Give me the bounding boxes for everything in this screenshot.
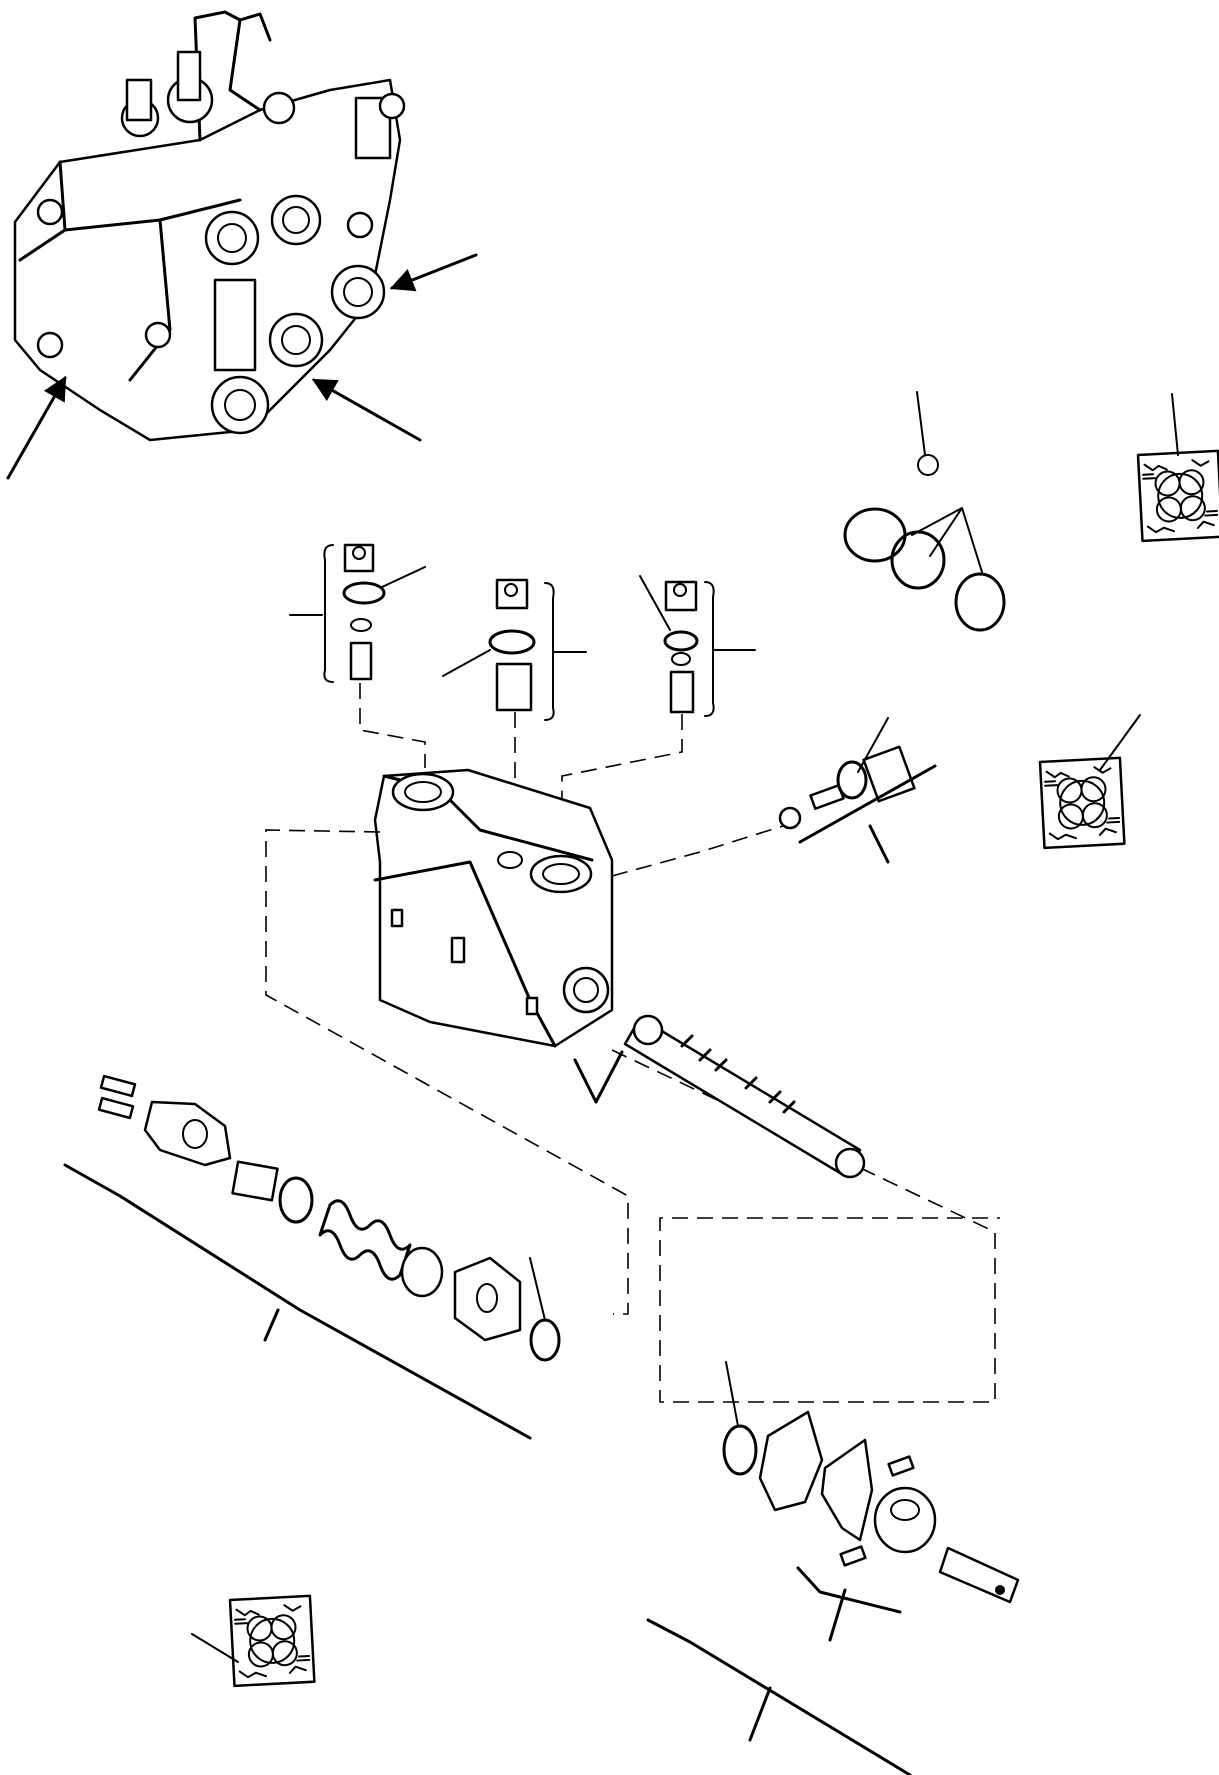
leader-line (1099, 714, 1141, 771)
pointer-arrow (389, 253, 478, 292)
relief-plug-right (639, 575, 756, 717)
leader-line (191, 1633, 239, 1663)
check-valve-assembly (611, 717, 937, 877)
o-ring-group (843, 391, 1006, 632)
valve-section-body (373, 768, 614, 1048)
leader-line (1171, 393, 1179, 456)
cap-assembly-right (646, 1361, 1020, 1775)
spring-cap-assembly-left (63, 1074, 561, 1440)
assembled-control-valve (13, 10, 406, 442)
relief-plug-left (289, 543, 426, 683)
valve-spool (573, 1014, 866, 1179)
pointer-arrow (311, 378, 422, 442)
parts-kit-icon (1038, 756, 1126, 850)
parts-kit-icon (1136, 449, 1219, 543)
parts-kit-icon (228, 1594, 316, 1688)
pointer-arrow (6, 375, 67, 480)
relief-plug-center (442, 578, 587, 721)
